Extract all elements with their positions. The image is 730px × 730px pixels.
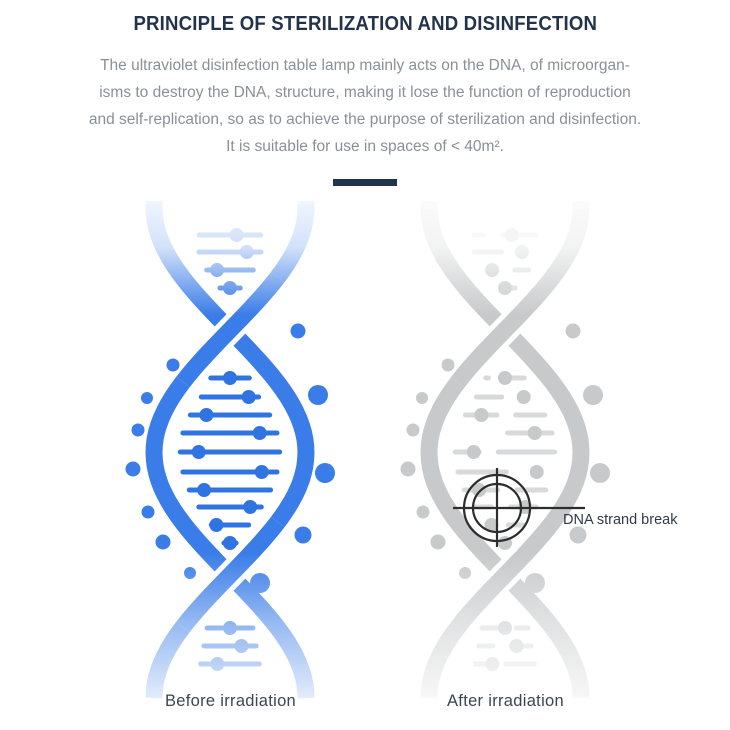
annotation-dna-strand-break: DNA strand break [563,512,678,528]
crosshair-target-icon [453,468,585,547]
label-before-irradiation: Before irradiation [164,692,297,710]
page-title: PRINCIPLE OF STERILIZATION AND DISINFECT… [0,0,730,36]
intro-line-1: The ultraviolet disinfection table lamp … [100,57,630,74]
intro-line-2: isms to destroy the DNA, structure, maki… [99,84,631,101]
dna-helix-intact-icon [125,199,335,700]
intro-line-3: and self-replication, so as to achieve t… [88,111,642,128]
intro-line-4: It is suitable for use in spaces of < 40… [226,138,504,155]
divider-bar [333,179,397,186]
label-after-irradiation: After irradiation [447,692,564,710]
page-title-text: PRINCIPLE OF STERILIZATION AND DISINFECT… [133,13,597,35]
dna-helix-broken-icon [400,199,610,700]
intro-paragraph: The ultraviolet disinfection table lamp … [0,52,730,160]
